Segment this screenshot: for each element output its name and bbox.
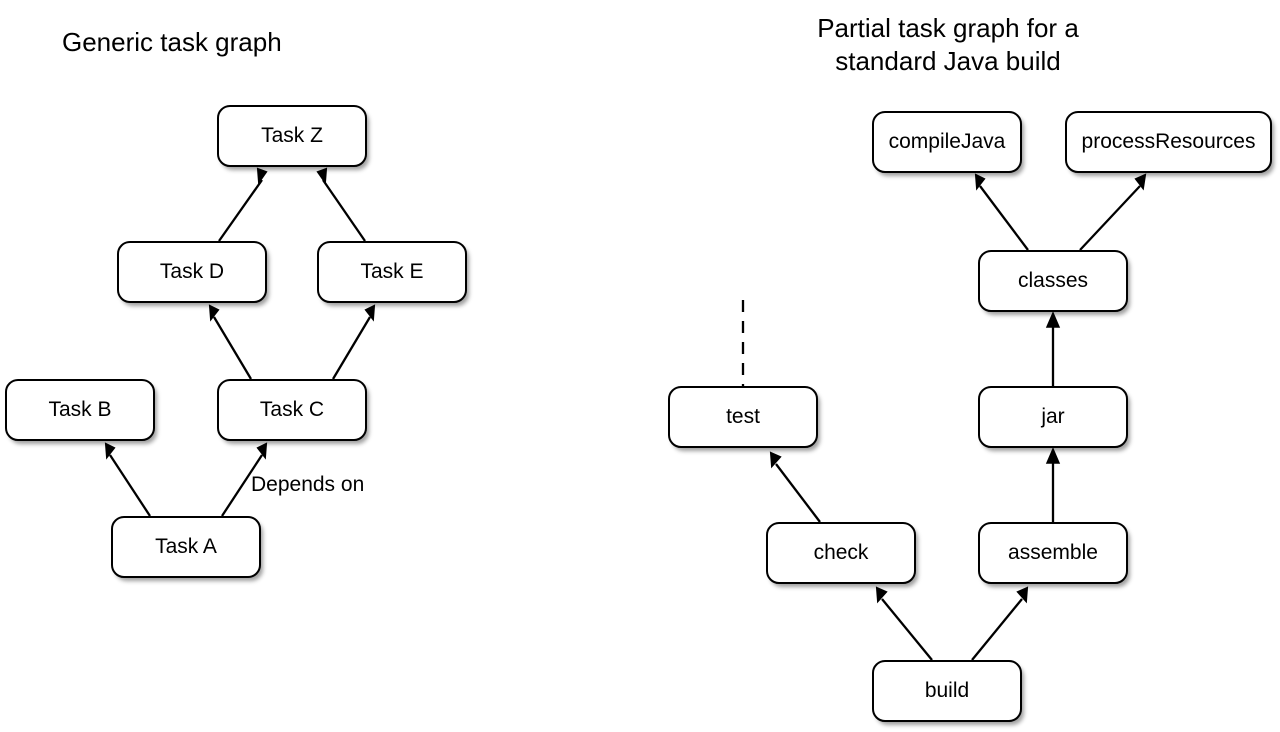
node-assemble[interactable]: assemble [978,522,1128,584]
node-jar[interactable]: jar [978,386,1128,448]
node-label-test: test [726,405,760,428]
node-label-check: check [813,541,869,564]
node-label-task-b: Task B [48,398,112,421]
node-process-resources[interactable]: processResources [1065,111,1272,173]
edge-label-depends-on: Depends on [251,473,365,496]
edge-classes-to-process-resources [1079,173,1147,251]
node-label-task-z: Task Z [261,124,323,147]
node-task-d[interactable]: Task D [117,241,267,303]
title-line-1: Partial task graph for a [817,13,1079,43]
edge-assemble-to-jar [1045,447,1061,522]
edge-classes-to-compile-java [974,173,1029,251]
edge-task-d-to-task-z [218,167,268,242]
node-label-process-resources: processResources [1081,130,1256,153]
node-build[interactable]: build [872,660,1022,722]
node-label-task-d: Task D [159,260,225,283]
edge-task-c-to-task-d [208,304,252,380]
edge-task-c-to-task-e [332,304,376,380]
title-line-2: standard Java build [835,46,1061,76]
node-label-task-a: Task A [155,535,217,558]
node-label-build: build [924,679,970,702]
node-label-task-e: Task E [360,260,424,283]
page-title-generic-task-graph: Generic task graph [62,27,282,57]
node-classes[interactable]: classes [978,250,1128,312]
node-task-c[interactable]: Task C [217,379,367,441]
node-label-compile-java: compileJava [888,130,1006,153]
node-compile-java[interactable]: compileJava [872,111,1022,173]
node-label-task-c: Task C [259,398,325,421]
edge-check-to-test [769,451,821,523]
node-label-classes: classes [1017,269,1089,292]
edge-jar-to-classes [1045,311,1061,386]
node-task-e[interactable]: Task E [317,241,467,303]
edge-build-to-assemble [971,586,1029,661]
edge-task-e-to-task-z [316,167,366,242]
node-test[interactable]: test [668,386,818,448]
node-label-jar: jar [1041,405,1065,428]
node-task-b[interactable]: Task B [5,379,155,441]
node-check[interactable]: check [766,522,916,584]
edge-task-a-to-task-b [104,442,151,517]
node-task-z[interactable]: Task Z [217,105,367,167]
node-task-a[interactable]: Task A [111,516,261,578]
edge-build-to-check [875,586,933,661]
node-label-assemble: assemble [1008,541,1098,564]
